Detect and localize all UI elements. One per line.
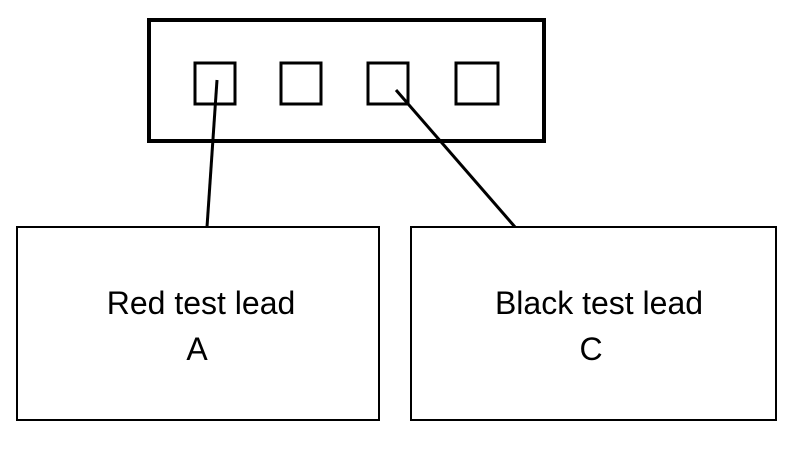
black-lead-pin: C xyxy=(579,331,602,367)
red-lead-wire xyxy=(205,79,219,228)
connector-terminal-3 xyxy=(366,61,410,106)
connector-housing xyxy=(147,18,546,143)
connector-terminal-2 xyxy=(279,61,323,106)
connector-terminal-4 xyxy=(454,61,500,106)
black-lead-wire xyxy=(394,89,517,228)
red-lead-box xyxy=(16,226,380,421)
red-lead-title: Red test lead xyxy=(107,285,296,321)
black-lead-title: Black test lead xyxy=(495,285,703,321)
black-lead-box xyxy=(410,226,777,421)
red-lead-pin: A xyxy=(186,331,208,367)
